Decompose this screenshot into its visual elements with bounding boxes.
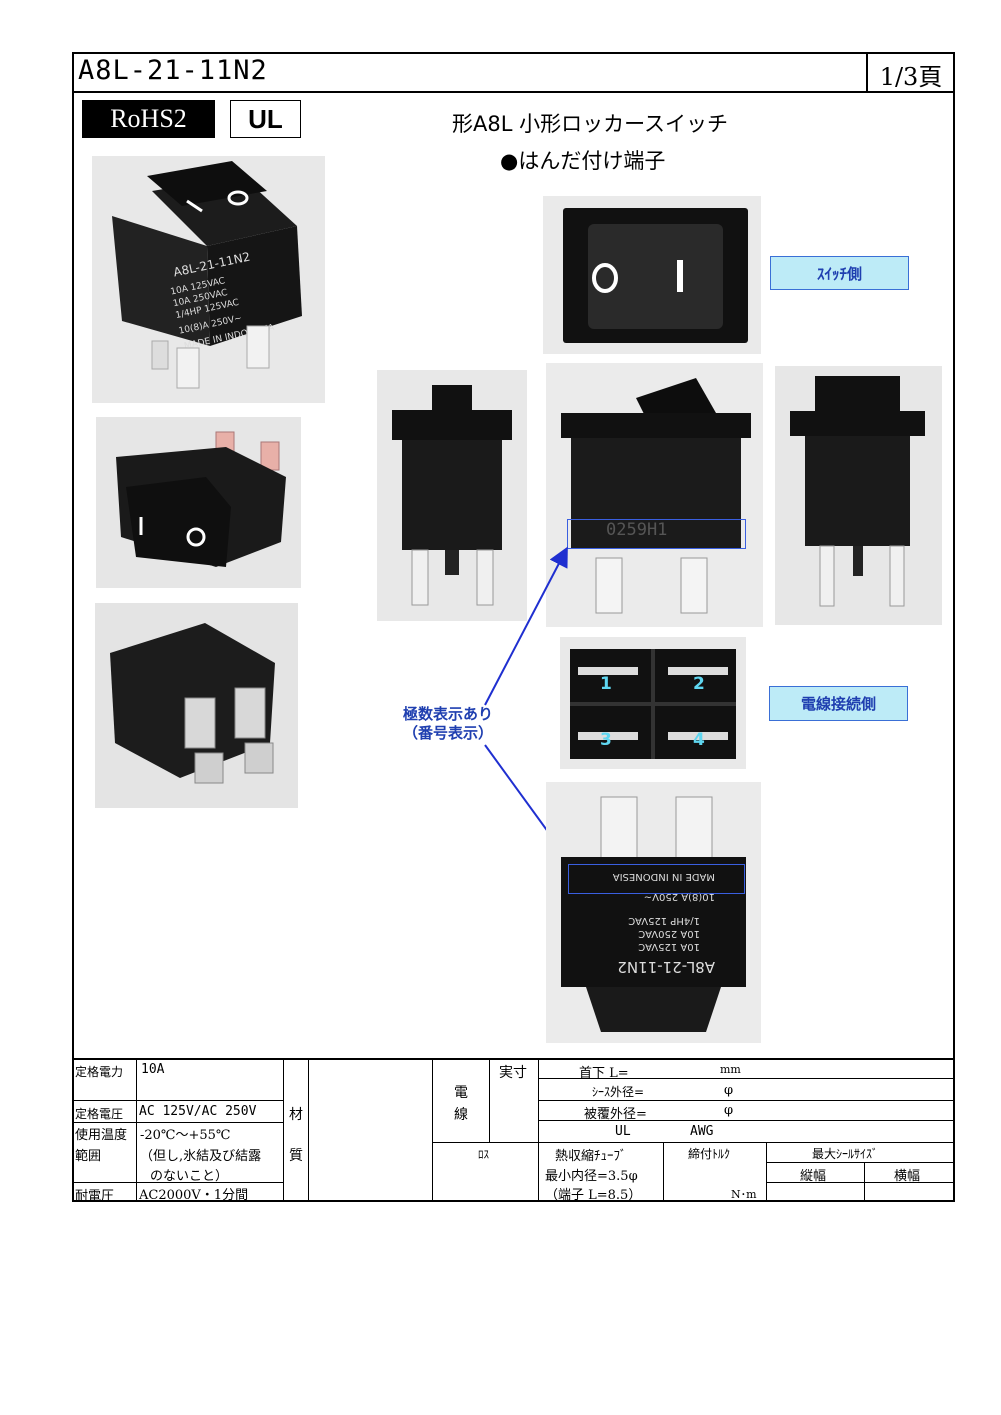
terminal-4: 4 — [693, 730, 705, 750]
loss-label: ﾛｽ — [478, 1148, 489, 1161]
bottom-rating-3: 1/4HP 125VAC — [628, 915, 700, 926]
temp-label-2: 範囲 — [75, 1149, 102, 1164]
ul-badge: UL — [230, 100, 301, 138]
terminal-length: （端子 L=8.5） — [545, 1188, 642, 1203]
lot-code: 0259H1 — [606, 520, 667, 540]
made-in-highlight — [568, 864, 745, 894]
material-label-2: 質 — [289, 1148, 303, 1164]
photo-switch-side — [543, 196, 761, 354]
heat-tube-label: 熱収縮ﾁｭｰﾌﾞ — [555, 1149, 627, 1164]
rohs-badge: RoHS2 — [82, 100, 215, 138]
rated-voltage-value: AC 125V/AC 250V — [139, 1104, 257, 1119]
terminal-3: 3 — [600, 730, 612, 750]
header-page-divider — [866, 52, 868, 93]
product-title: 形A8L 小形ロッカースイッチ — [452, 112, 729, 136]
withstand-value: AC2000V・1分間 — [139, 1188, 249, 1203]
photo-bottom-view: A8L-21-11N2 10A 125VAC 10A 250VAC 1/4HP … — [546, 782, 761, 1043]
photo-terminal-view: 1 2 3 4 — [560, 637, 746, 769]
lot-code-highlight — [567, 519, 746, 549]
wire-side-label: 電線接続側 — [769, 686, 908, 721]
seal-horizontal: 横幅 — [894, 1169, 921, 1184]
neck-label: 首下 L= — [579, 1066, 629, 1081]
seal-size-label: 最大ｼｰﾙｻｲｽﾞ — [812, 1147, 879, 1161]
bottom-rating-1: 10A 125VAC — [638, 941, 700, 952]
spec-table — [72, 1058, 955, 1204]
min-diameter: 最小内径=3.5φ — [545, 1169, 638, 1184]
bottom-made-in: MADE IN INDONESIA — [613, 871, 715, 882]
wire-label-2: 線 — [454, 1107, 468, 1123]
pole-note-line2: （番号表示） — [402, 724, 493, 742]
temp-value-2: （但し,氷結及び結露 — [140, 1149, 262, 1164]
model-number: A8L-21-11N2 — [78, 55, 268, 86]
temp-label-1: 使用温度 — [75, 1128, 128, 1143]
bottom-model-text: A8L-21-11N2 — [617, 958, 715, 976]
torque-label: 締付ﾄﾙｸ — [688, 1147, 731, 1161]
photo-angled-front — [96, 417, 301, 588]
terminal-2: 2 — [693, 674, 705, 694]
photo-angled-top: A8L-21-11N2 10A 125VAC 10A 250VAC 1/4HP … — [92, 156, 325, 403]
seal-vertical: 縦幅 — [800, 1169, 827, 1184]
page-frame — [72, 52, 955, 1202]
cover-unit: φ — [724, 1103, 734, 1118]
ul-label: UL — [615, 1124, 631, 1139]
switch-side-label: ｽｲｯﾁ側 — [770, 256, 909, 290]
temp-value-3: のないこと） — [150, 1169, 229, 1184]
material-label-1: 材 — [289, 1107, 303, 1123]
sheath-unit: φ — [724, 1083, 734, 1098]
awg-label: AWG — [690, 1124, 714, 1139]
cover-label: 被覆外径= — [584, 1107, 647, 1122]
rated-current-value: 10A — [141, 1062, 165, 1077]
product-subtitle: ●はんだ付け端子 — [500, 149, 666, 173]
bottom-rating-4: 10(8)A 250V~ — [644, 891, 715, 902]
photo-side-left — [377, 370, 527, 621]
photo-angled-bottom — [95, 603, 298, 808]
rated-voltage-label: 定格電圧 — [75, 1107, 124, 1121]
bottom-rating-2: 10A 250VAC — [638, 928, 700, 939]
wire-label-1: 電 — [454, 1085, 468, 1101]
sheath-label: ｼｰｽ外径= — [592, 1085, 645, 1099]
page-number: 1/3頁 — [879, 63, 943, 91]
pole-note: 極数表示あり （番号表示） — [388, 705, 508, 743]
photo-side-right — [775, 366, 942, 625]
temp-value-1: -20℃～+55℃ — [140, 1128, 231, 1143]
header-divider — [72, 91, 955, 93]
photo-front-view: 0259H1 — [546, 363, 763, 627]
torque-unit: N･m — [731, 1188, 757, 1201]
rated-current-label: 定格電力 — [75, 1065, 124, 1079]
terminal-1: 1 — [600, 674, 612, 694]
neck-unit: mm — [720, 1063, 741, 1076]
actual-size-label: 実寸 — [499, 1065, 527, 1081]
pole-note-line1: 極数表示あり — [402, 705, 493, 723]
withstand-label: 耐電圧 — [75, 1189, 115, 1204]
